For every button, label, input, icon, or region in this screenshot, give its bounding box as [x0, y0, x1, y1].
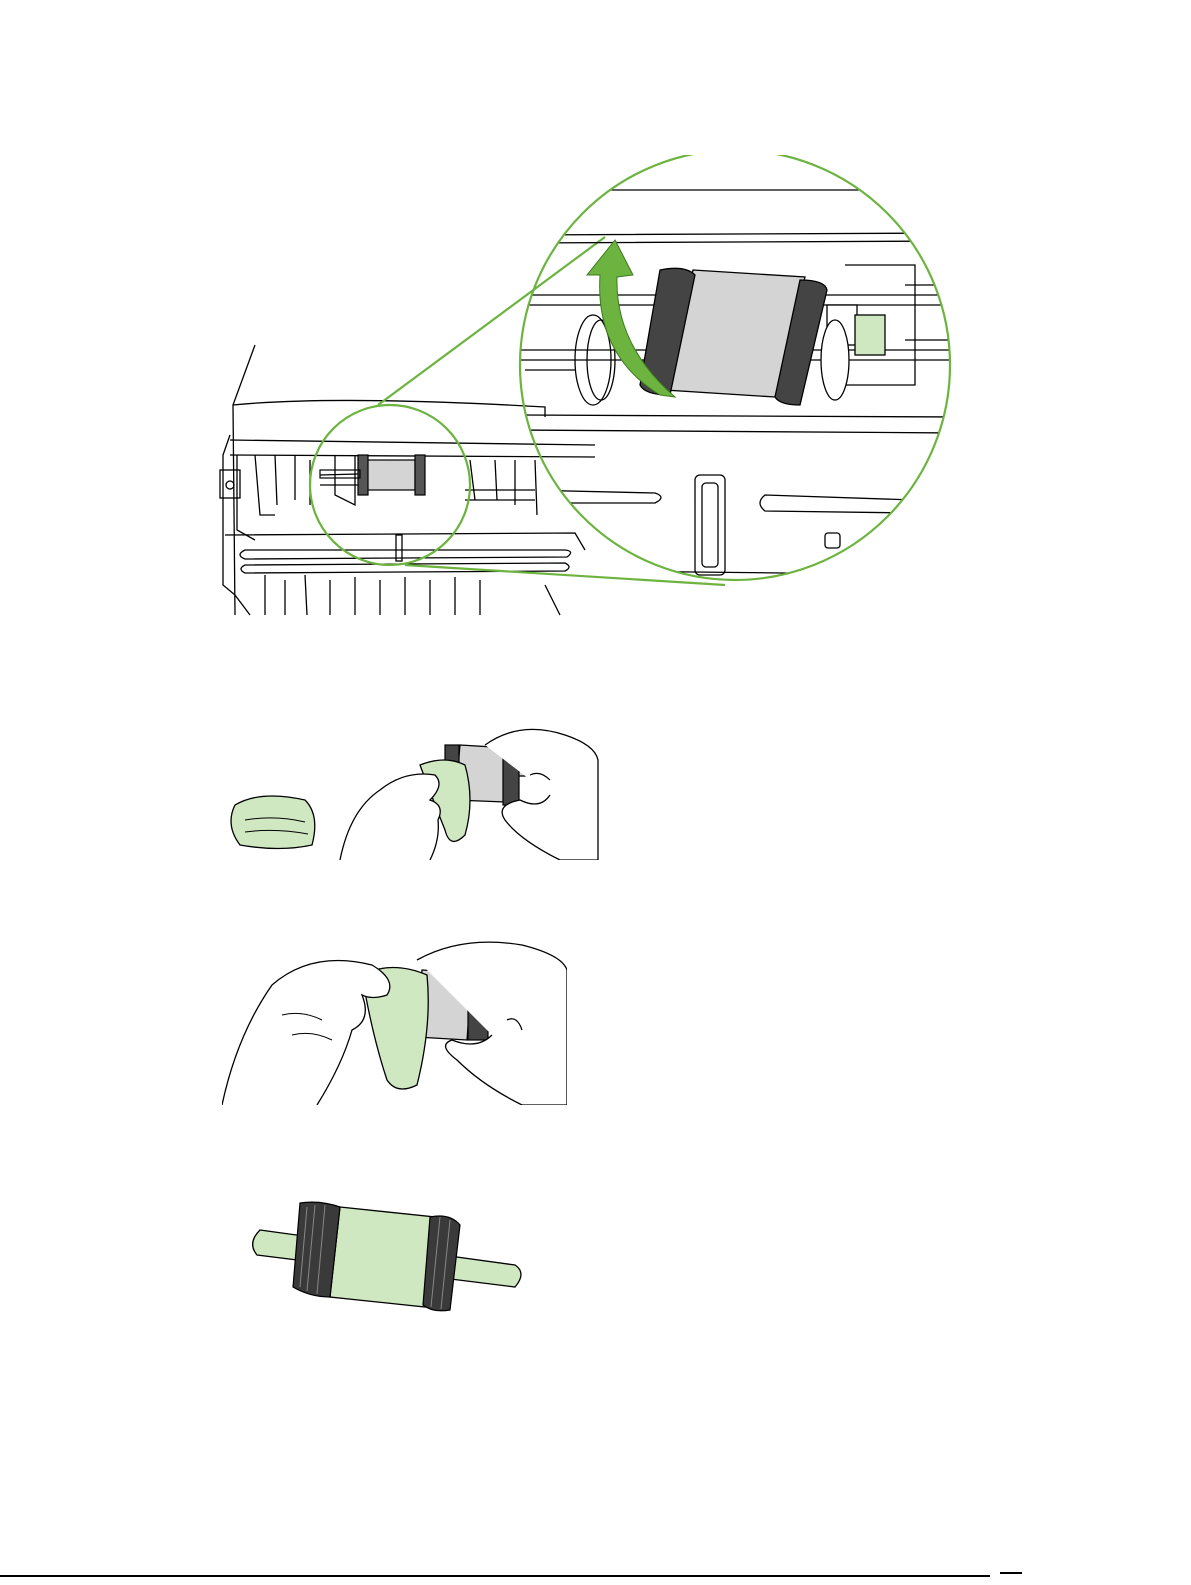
footer-mark	[1000, 1572, 1022, 1580]
folded-cloth-icon	[231, 796, 315, 849]
footer-rule	[0, 1575, 870, 1577]
printer-pickup-roller-illustration	[215, 155, 960, 620]
clean-pickup-roller-illustration	[245, 1195, 530, 1315]
footer-rule-right	[870, 1575, 990, 1577]
wipe-roller-rub-illustration	[222, 935, 567, 1105]
wipe-roller-start-illustration	[220, 720, 600, 860]
